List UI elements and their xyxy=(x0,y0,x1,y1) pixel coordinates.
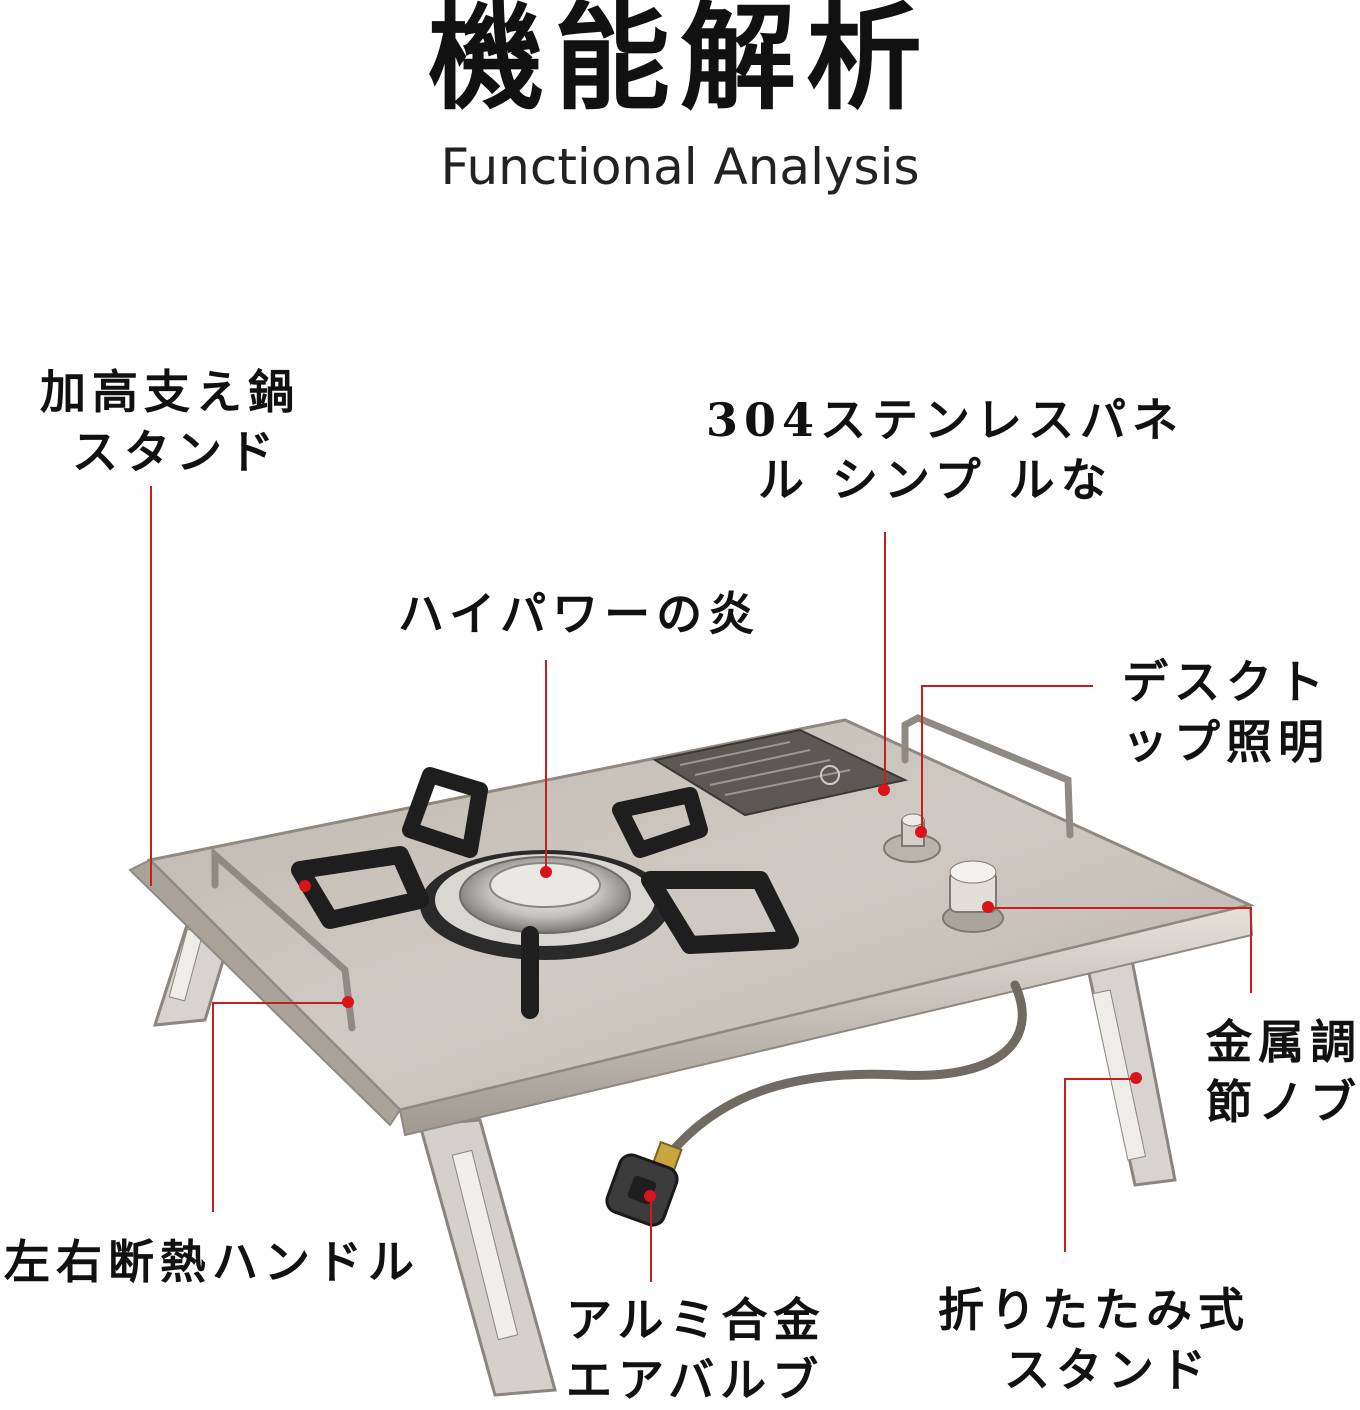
marker-light xyxy=(915,826,927,838)
front-leg-left xyxy=(418,1118,557,1397)
spec-plate xyxy=(652,728,909,817)
label-light: デスクト ップ照明 xyxy=(1122,655,1330,769)
gas-hose xyxy=(660,980,1027,1165)
label-valve: アルミ合金 エアバルブ xyxy=(566,1293,826,1407)
rear-leg-right xyxy=(1083,948,1177,1187)
label-handle: 左右断熱ハンドル xyxy=(4,1235,420,1289)
marker-flame xyxy=(540,866,552,878)
leader-folding-v xyxy=(1064,1078,1066,1252)
leader-pot-stand xyxy=(150,486,152,886)
marker-handle xyxy=(342,996,354,1008)
light-button xyxy=(883,813,941,863)
marker-valve xyxy=(644,1190,656,1202)
page-subtitle: Functional Analysis xyxy=(440,138,920,196)
leader-panel xyxy=(884,532,886,790)
leader-valve xyxy=(650,1196,652,1282)
leader-light-v xyxy=(921,685,923,833)
label-flame: ハイパワーの炎 xyxy=(398,587,761,641)
gas-valve xyxy=(605,1140,683,1227)
label-panel: 304ステンレスパネ ル シンプ ルな xyxy=(706,393,1185,507)
leader-light-h xyxy=(921,685,1093,687)
page-title: 機能解析 xyxy=(428,0,932,126)
marker-panel xyxy=(878,784,890,796)
label-folding-stand: 折りたたみ式 スタンド xyxy=(938,1283,1250,1397)
leader-knob-v xyxy=(1250,907,1252,993)
leader-flame xyxy=(545,660,547,872)
burner-assembly xyxy=(291,767,799,1019)
control-knob xyxy=(942,860,1004,933)
right-handle xyxy=(901,714,1074,839)
marker-folding xyxy=(1130,1072,1142,1084)
leader-knob-h xyxy=(988,907,1251,909)
label-pot-stand: 加高支え鍋 スタンド xyxy=(40,365,300,479)
leader-handle-h xyxy=(212,1002,348,1004)
leader-handle-v xyxy=(212,1002,214,1212)
leader-folding-h xyxy=(1064,1078,1136,1080)
marker-knob xyxy=(982,901,994,913)
label-knob: 金属調 節ノブ xyxy=(1206,1015,1360,1129)
marker-pot-stand xyxy=(299,880,311,892)
